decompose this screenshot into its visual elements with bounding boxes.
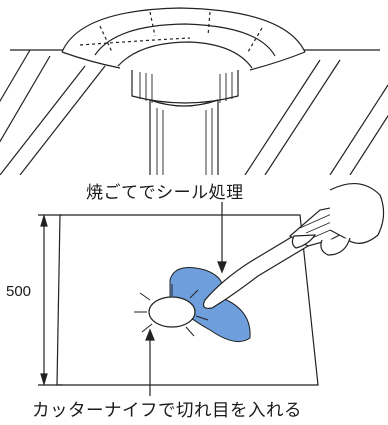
flange-middle — [94, 23, 276, 57]
cut-rays — [134, 284, 209, 337]
sheet-illustration — [38, 183, 385, 396]
arrow-to-cut — [145, 328, 155, 396]
seal-instruction-label: 焼ごてでシール処理 — [86, 183, 244, 203]
dimension-label: 500 — [6, 283, 32, 300]
flange-outer — [61, 7, 306, 53]
dimension-line — [38, 213, 62, 387]
flange-inner — [117, 41, 253, 69]
pipe — [149, 100, 219, 175]
roof-stripes — [0, 49, 388, 175]
cut-instruction-label: カッターナイフで切れ目を入れる — [32, 401, 302, 421]
arrow-to-seal — [217, 202, 227, 274]
pipe-collar — [131, 70, 239, 104]
pipe-roof-illustration — [0, 7, 388, 175]
hand-with-iron — [202, 183, 385, 309]
cut-hole — [148, 296, 196, 328]
